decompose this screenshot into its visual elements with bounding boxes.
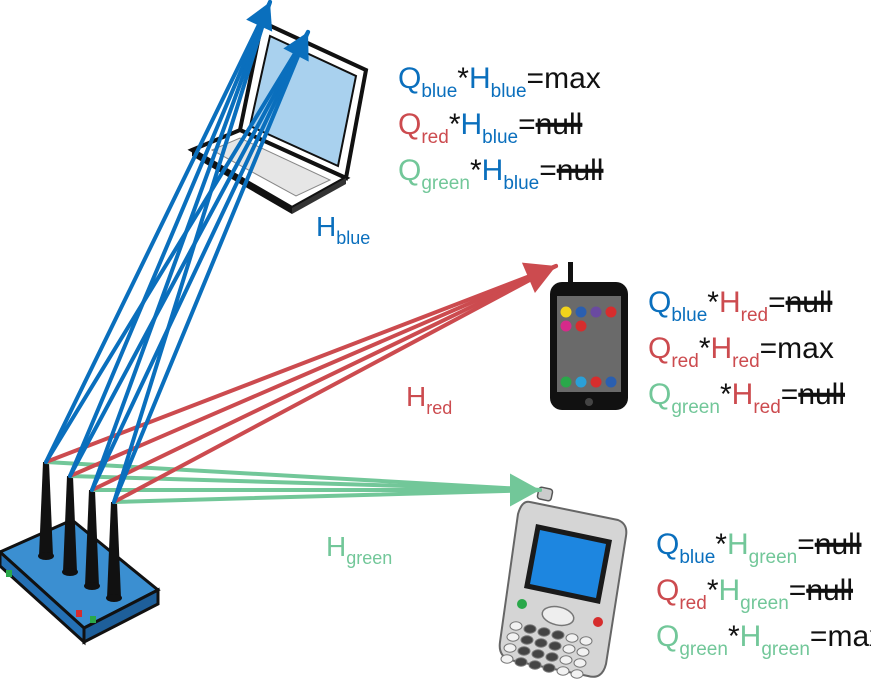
equation-line: Qblue*Hgreen=null [656,528,861,568]
beam-line [112,264,558,504]
channel-label-blue: Hblue [316,211,370,248]
smartphone-icon [550,262,628,410]
wireless-router-icon [0,462,161,646]
keypad-key [565,633,579,643]
equation-line: Qgreen*Hred=null [648,378,845,418]
keypad-key [506,632,520,642]
keypad-key [509,621,523,631]
equation-line: Qgreen*Hblue=null [398,154,603,194]
keypad-key [551,630,565,640]
pda-phone-equations: Qblue*Hgreen=nullQred*Hgreen=nullQgreen*… [656,528,871,660]
channel-label-green: Hgreen [326,531,392,568]
keypad-key [556,666,570,676]
beam-line [68,474,542,492]
laptop-icon [187,19,369,214]
app-icon [590,376,602,388]
keypad-key [573,658,587,668]
keypad-key [503,643,517,653]
beam-line [90,30,310,492]
equation-line: Qred*Hgreen=null [656,574,853,614]
app-icon [560,306,572,318]
keypad-key [537,627,551,637]
keypad-key [559,655,573,665]
antenna-icon [85,490,99,586]
app-icon [605,306,617,318]
equation-result: max [777,332,834,365]
keypad-key [548,641,562,651]
keypad-key [579,636,593,646]
app-icon [575,306,587,318]
keypad-key [562,644,576,654]
keypad-key [534,638,548,648]
app-icon [575,320,587,332]
equation-line: Qred*Hblue=null [398,108,582,148]
antenna-icon [107,502,121,598]
beam-line [68,0,272,478]
keypad-key [520,635,534,645]
keypad-key [500,654,514,664]
keypad-key [576,647,590,657]
keypad-key [517,646,531,656]
smartphone-equations: Qblue*Hred=nullQred*Hred=maxQgreen*Hred=… [648,286,846,418]
antenna-icon [63,476,77,572]
equation-line: Qgreen*Hgreen=max [656,620,871,660]
beam-line [112,0,272,504]
beam-line [68,30,310,478]
channel-label-red: Hred [406,381,452,418]
laptop-equations: Qblue*Hblue=maxQred*Hblue=nullQgreen*Hbl… [398,62,604,194]
beam-line [112,30,310,504]
app-icon [590,306,602,318]
arrowhead-icon [510,473,540,507]
equation-line: Qred*Hred=max [648,332,834,372]
app-icon [560,320,572,332]
keypad-key [570,669,584,679]
app-icon [605,376,617,388]
keypad-key [545,652,559,662]
app-icon [575,376,587,388]
keypad-key [542,663,556,673]
equation-result: max [544,62,601,95]
arrowhead-icon [246,2,273,32]
antenna-icon [39,462,53,556]
beam-line [44,30,310,464]
equation-line: Qblue*Hred=null [648,286,832,326]
arrowhead-icon [521,262,556,293]
beam-lines [44,0,558,507]
beam-line [90,264,558,492]
beam-line [90,0,272,492]
beam-line [112,488,542,504]
keypad-key [531,649,545,659]
equation-line: Qblue*Hblue=max [398,62,601,102]
pda-phone-icon [498,486,628,679]
beam-line [44,0,272,464]
arrowhead-icon [283,32,309,62]
keypad-key [523,624,537,634]
app-icon [560,376,572,388]
keypad-key [528,660,542,670]
beam-line [44,264,558,464]
keypad-key [514,657,528,667]
equation-result: max [827,620,871,653]
beam-line [68,264,558,478]
